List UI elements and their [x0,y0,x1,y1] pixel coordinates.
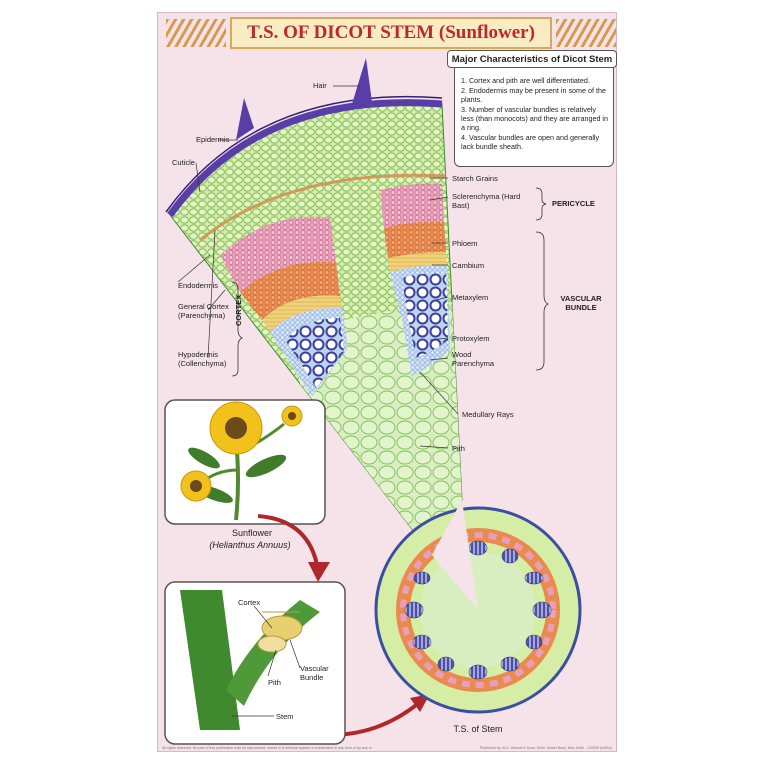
cambium-right [388,252,447,272]
label-hair: Hair [313,81,327,90]
label-protoxylem: Protoxylem [452,334,490,343]
sunflower-name: Sunflower [231,528,273,538]
label-sclerenchyma: Sclerenchyma (Hard Bast) [452,192,521,210]
label-phloem: Phloem [452,239,478,248]
sclerenchyma-left [220,216,336,292]
label-stem: Stem [276,712,294,721]
characteristics-heading: Major Characteristics of Dicot Stem [447,50,617,68]
title-stripes-right [556,19,616,47]
label-vascular-bundle: VASCULAR BUNDLE [560,294,602,312]
label-hypodermis: Hypodermis (Collenchyma) [178,350,227,368]
label-cortex: CORTEX [234,294,243,326]
label-epidermis: Epidermis [196,135,230,144]
sunflower-illustration [164,399,326,525]
footer-copyright: All rights reserved. No part of this pub… [162,746,372,750]
label-medullary-rays: Medullary Rays [462,410,514,419]
sunflower-head-main [209,401,263,455]
label-metaxylem: Metaxylem [452,293,489,302]
pericycle-brace [535,187,547,221]
sunflower-head-side [281,405,303,427]
characteristic-item: 1. Cortex and pith are well differentiat… [461,76,590,85]
label-wood-parenchyma: Wood Parenchyma [452,350,495,368]
page-title: T.S. OF DICOT STEM (Sunflower) [247,22,535,43]
sclerenchyma-right [380,183,444,228]
label-cambium: Cambium [452,261,485,270]
label-stem-vascular-bundle: Vascular Bundle [300,664,329,682]
label-endodermis: Endodermis [178,281,219,290]
sunflower-head-low [180,470,212,502]
title-banner: T.S. OF DICOT STEM (Sunflower) [230,17,552,49]
cortex-brace [231,281,243,377]
footer-publisher: Published by: M.C. Bansal & Sons, Delhi,… [480,746,612,750]
arrow-to-stem [257,514,320,571]
label-pericycle: PERICYCLE [552,199,595,208]
phloem-left [240,261,340,320]
vascular-bundle-brace [535,231,549,371]
characteristic-item: 3. Number of vascular bundles is relativ… [461,105,609,132]
xylem-left [285,318,344,388]
xylem-right [402,273,448,358]
label-stem-pith: Pith [268,678,281,687]
label-cuticle: Cuticle [172,158,195,167]
characteristics-box: Major Characteristics of Dicot Stem 1. C… [447,50,617,167]
hair-left [236,98,254,140]
label-general-cortex: General Cortex (Parenchyma) [178,302,229,320]
label-starch-grains: Starch Grains [452,174,498,183]
hair-right [352,58,372,104]
sunflower-scientific-name: (Helianthus Annuus) [209,540,291,550]
characteristic-item: 2. Endodermis may be present in some of … [461,86,607,104]
stem-illustration [164,581,346,745]
ts-of-stem-circle [374,500,582,714]
characteristic-item: 4. Vascular bundles are open and general… [461,133,600,151]
ts-of-stem-caption: T.S. of Stem [453,724,503,734]
label-stem-cortex: Cortex [238,598,261,607]
title-stripes-left [166,19,226,47]
phloem-right [384,221,446,258]
cambium-left [262,295,342,332]
label-pith: Pith [452,444,465,453]
